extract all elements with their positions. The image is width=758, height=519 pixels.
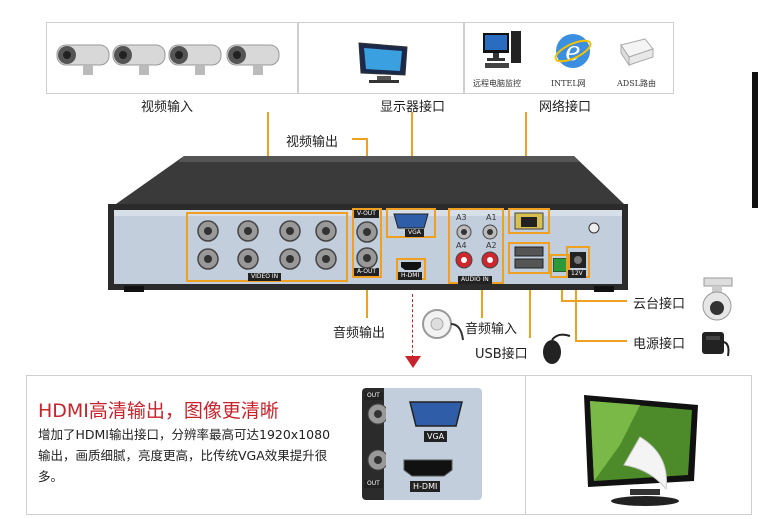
feature-title: HDMI高清输出，图像更清晰 (38, 400, 279, 422)
lan-port (514, 212, 544, 230)
usb-block (508, 242, 550, 274)
camera-icon (165, 39, 227, 77)
usb-ports (514, 246, 544, 269)
hdmi-port (401, 262, 421, 270)
ptz-label: 云台接口 (633, 297, 686, 312)
zoom-out-tag: OUT (364, 480, 383, 488)
feature-description: 增加了HDMI输出接口，分辨率最高可达1920x1080输出，画质细腻，亮度更高… (38, 427, 331, 484)
zoom-bnc (367, 403, 386, 471)
display-port-label: 显示器接口 (380, 100, 446, 115)
camera-panel (46, 22, 298, 94)
zoom-hdmi-tag: H-DMI (410, 481, 441, 492)
zoom-hdmi-port (403, 459, 453, 477)
line-ptz-h (561, 300, 627, 302)
audio-output-label: 音频输出 (333, 326, 386, 341)
video-out-tag: V-OUT (354, 210, 379, 218)
line-audio-in (481, 272, 483, 318)
ptz-terminal (553, 258, 567, 272)
lan-block (508, 208, 550, 234)
video-in-tag: VIDEO IN (248, 273, 282, 281)
audio-port-label: A2 (486, 241, 497, 250)
audio-port-label: A3 (456, 213, 467, 222)
line-usb (529, 272, 531, 338)
ie-label: INTEL网 (551, 79, 586, 88)
ptz-camera-icon (702, 277, 733, 321)
camera-icon (53, 39, 115, 77)
audio-port-label: A4 (456, 241, 467, 250)
edge-bar (752, 72, 758, 208)
tv-icon (584, 395, 698, 506)
mouse-icon (543, 333, 571, 364)
vga-tag: VGA (405, 229, 424, 237)
zoom-vga-tag: VGA (424, 431, 448, 442)
line-power-v (575, 276, 577, 342)
hdmi-tag: H-DMI (398, 272, 423, 280)
power-label: 电源接口 (633, 337, 686, 352)
red-arrow-head (405, 356, 421, 368)
vga-port (393, 213, 429, 229)
internet-explorer-icon: e (554, 34, 592, 68)
video-input-label: 视频输入 (141, 100, 194, 115)
line-audio-out (366, 272, 368, 318)
video-out-bnc (356, 221, 378, 243)
zoom-vga-port (409, 401, 463, 427)
power-adapter-icon (702, 332, 730, 357)
ground-icon (588, 222, 600, 234)
vga-block (386, 208, 436, 238)
panel-divider (525, 376, 526, 514)
line-power-h (575, 340, 627, 342)
microphone-icon (422, 309, 464, 341)
camera-icon (223, 39, 285, 77)
camera-icon (109, 39, 171, 77)
router-icon (620, 38, 654, 67)
line-video-out-h (352, 138, 368, 140)
monitor-panel (298, 22, 464, 94)
video-output-label: 视频输出 (286, 135, 339, 150)
pc-label: 远程电脑监控 (473, 79, 521, 88)
audio-out-bnc (356, 247, 378, 269)
zoom-out-tag: OUT (364, 392, 383, 400)
network-port-label: 网络接口 (539, 100, 592, 115)
out-block (352, 208, 382, 278)
computer-icon (483, 31, 521, 68)
audio-out-tag: A-OUT (354, 268, 380, 276)
bnc-connectors (197, 220, 337, 270)
red-arrow-line (412, 294, 413, 358)
audio-input-label: 音频输入 (465, 322, 518, 337)
monitor-icon (358, 42, 408, 83)
video-in-block (186, 212, 348, 282)
power-jack (570, 252, 586, 268)
audio-in-tag: AUDIO IN (458, 276, 492, 284)
network-panel: 远程电脑监控 e INTEL网 ADSL路由 (464, 22, 674, 94)
power-tag: 12V (568, 270, 586, 278)
router-label: ADSL路由 (617, 79, 656, 88)
audio-in-jacks (455, 224, 499, 269)
ptz-block (550, 254, 570, 278)
audio-port-label: A1 (486, 213, 497, 222)
usb-label: USB接口 (475, 347, 528, 362)
